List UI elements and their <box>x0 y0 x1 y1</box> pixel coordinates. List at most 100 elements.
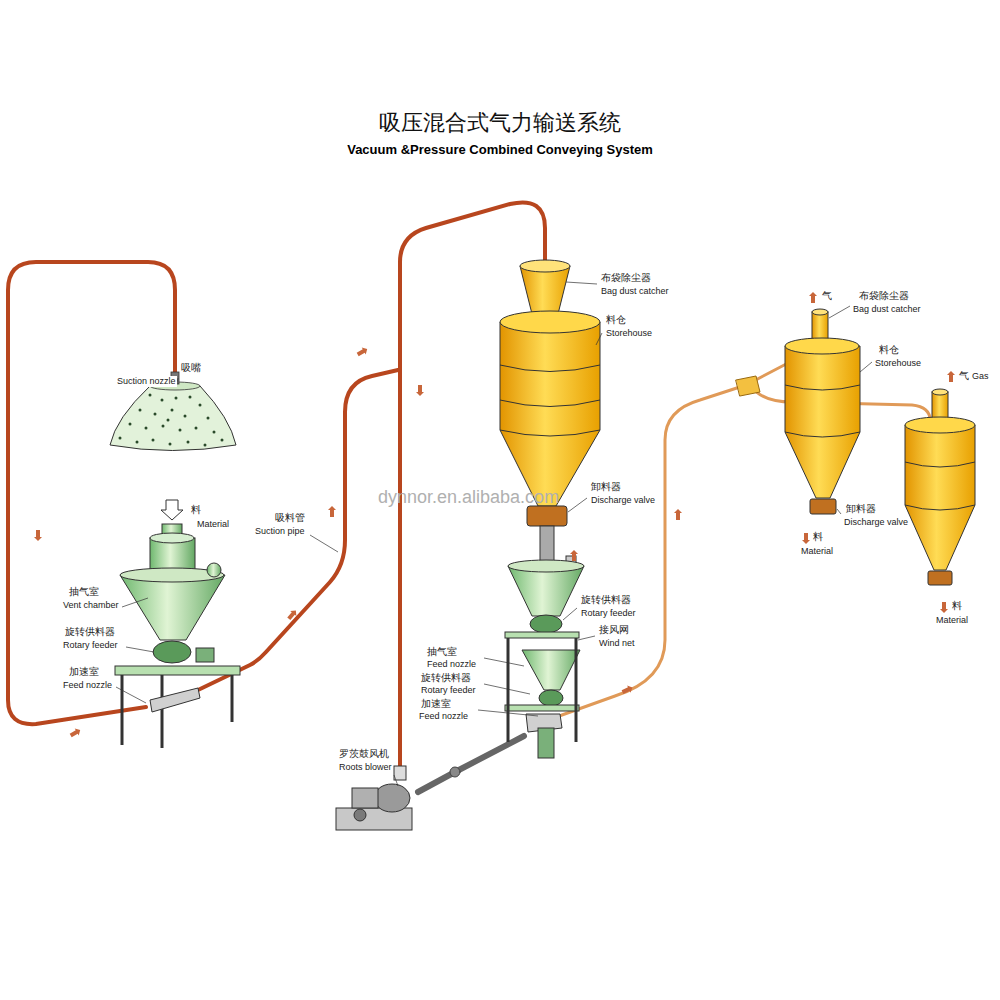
left-feeder <box>150 533 194 543</box>
middle-storehouse <box>500 260 600 566</box>
part-label: 料 <box>190 504 202 516</box>
right-storehouse <box>928 571 952 585</box>
middle-feeder <box>505 560 584 758</box>
part-label: 料仓 <box>878 344 900 356</box>
right-storehouse <box>785 338 859 354</box>
flow-arrow <box>356 346 370 358</box>
material-pile <box>187 441 190 444</box>
pressure-pipe <box>450 767 460 777</box>
material-pile <box>175 397 178 400</box>
part-label: 气 <box>958 370 970 382</box>
middle-feeder <box>508 566 584 616</box>
title: 吸压混合式气力输送系统 <box>379 110 621 136</box>
flow-arrow <box>69 727 83 739</box>
leader-line <box>484 658 524 666</box>
vacuum-pipe <box>198 370 398 690</box>
flow-arrow <box>286 608 299 622</box>
part-label: 气 <box>821 290 833 302</box>
leader-line <box>596 333 602 345</box>
leader-line <box>478 710 538 716</box>
middle-feeder <box>538 728 554 758</box>
roots-blower <box>394 766 406 780</box>
material-pile <box>207 417 210 420</box>
part-label: 料 <box>812 531 824 543</box>
leader-line <box>484 684 530 694</box>
material-pile <box>162 425 165 428</box>
right-storehouse <box>812 309 828 315</box>
material-pile <box>179 429 182 432</box>
left-feeder <box>115 524 240 748</box>
flow-arrow <box>947 371 955 382</box>
left-feeder <box>153 641 191 663</box>
left-feeder <box>120 575 225 640</box>
material-pile <box>145 427 148 430</box>
middle-storehouse <box>500 365 600 436</box>
part-label-english: Suction nozzle <box>116 376 177 387</box>
part-label-english: Feed nozzle <box>62 680 113 691</box>
flow-arrow <box>802 533 810 544</box>
leader-line <box>122 598 148 607</box>
part-label-english: Feed nozzle <box>418 711 469 722</box>
part-label-english: Vent chamber <box>62 600 120 611</box>
flow-arrow <box>161 500 183 520</box>
middle-feeder <box>575 638 578 742</box>
material-pile <box>204 444 207 447</box>
leader-line <box>578 636 595 640</box>
flow-arrow <box>674 509 682 520</box>
middle-feeder <box>507 638 510 742</box>
left-feeder <box>150 688 200 712</box>
roots-blower <box>336 808 412 830</box>
roots-blower <box>354 809 366 821</box>
material-pile <box>213 431 216 434</box>
middle-feeder <box>539 690 563 706</box>
leader-line <box>568 498 587 512</box>
leader-line <box>116 282 872 786</box>
middle-storehouse <box>500 322 600 506</box>
part-label-english: Material <box>935 615 969 626</box>
part-label: 抽气室 <box>426 646 458 658</box>
material-pile <box>169 443 172 446</box>
part-label-english: Wind net <box>598 638 636 649</box>
vacuum-pipe <box>8 262 175 724</box>
part-label: 加速室 <box>420 698 452 710</box>
right-storehouse <box>905 417 975 433</box>
material-pile <box>149 394 152 397</box>
leader-line <box>563 608 577 620</box>
material-pile <box>139 409 142 412</box>
left-feeder <box>161 675 164 748</box>
middle-feeder <box>530 615 562 633</box>
roots-blower <box>352 788 378 808</box>
flow-arrow <box>940 602 948 613</box>
part-label-english: Bag dust catcher <box>852 304 922 315</box>
right-storehouse <box>785 309 975 585</box>
part-label-english: Storehouse <box>874 358 922 369</box>
part-label: 旋转供料器 <box>580 594 632 606</box>
part-label-english: Gas <box>971 371 990 382</box>
material-pile <box>110 372 236 451</box>
roots-blower <box>374 784 410 812</box>
left-feeder <box>121 675 124 745</box>
flow-arrow <box>328 506 336 517</box>
material-pile <box>129 423 132 426</box>
roots-blower <box>336 766 412 830</box>
material-pile <box>152 439 155 442</box>
leader-line <box>837 509 841 514</box>
material-pile <box>199 404 202 407</box>
material-pile <box>119 437 122 440</box>
material-pile <box>221 439 224 442</box>
part-label: 旋转供料器 <box>420 672 472 684</box>
part-label: 罗茨鼓风机 <box>338 748 390 760</box>
flow-arrow <box>416 385 424 396</box>
middle-feeder <box>508 560 584 572</box>
part-label: 料 <box>951 600 963 612</box>
material-pile <box>110 386 236 451</box>
left-feeder <box>207 563 221 577</box>
leader-line <box>860 362 872 372</box>
right-storehouse <box>785 346 860 498</box>
flow-arrow <box>34 530 42 541</box>
left-feeder <box>196 648 214 662</box>
flow-arrow <box>621 684 634 696</box>
part-label: 卸料器 <box>590 481 622 493</box>
leader-line <box>126 647 154 652</box>
